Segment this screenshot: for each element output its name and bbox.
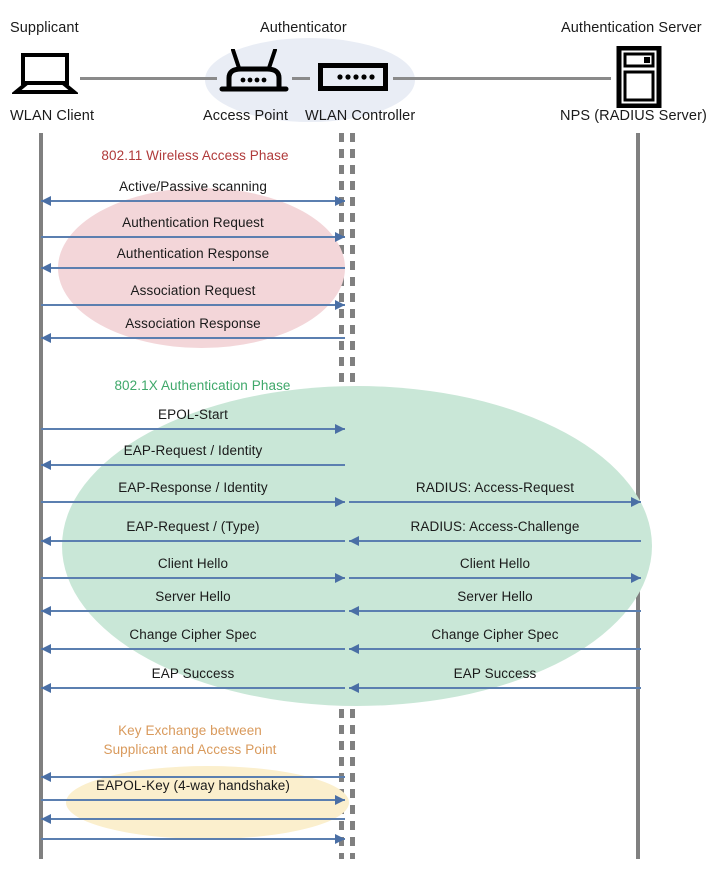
message-line bbox=[41, 799, 345, 801]
wire-client-to-ap bbox=[80, 77, 217, 80]
arrow-head-left bbox=[41, 606, 51, 616]
message-line bbox=[41, 428, 345, 430]
wire-ap-to-controller bbox=[292, 77, 310, 80]
wire-controller-to-server bbox=[393, 77, 611, 80]
phase-3-caption: Key Exchange between Supplicant and Acce… bbox=[103, 723, 277, 757]
authenticator-highlight-ellipse bbox=[205, 38, 415, 122]
node-label-nps-radius-server: NPS (RADIUS Server) bbox=[560, 108, 707, 124]
message-line bbox=[349, 687, 641, 689]
arrow-head-right bbox=[631, 573, 641, 583]
message-line bbox=[41, 687, 345, 689]
node-label-wlan-controller: WLAN Controller bbox=[305, 108, 416, 124]
arrow-head-right bbox=[335, 795, 345, 805]
message-label-left-3: Association Request bbox=[130, 283, 256, 298]
arrow-head-left bbox=[41, 814, 51, 824]
message-label-left-12: EAP Success bbox=[151, 666, 235, 681]
phase-2-caption: 802.1X Authentication Phase bbox=[114, 378, 291, 393]
message-line bbox=[349, 610, 641, 612]
message-line bbox=[349, 501, 641, 503]
message-label-right-4: Change Cipher Spec bbox=[431, 627, 559, 642]
message-line bbox=[41, 540, 345, 542]
lifeline-supplicant bbox=[39, 133, 43, 859]
message-line bbox=[349, 540, 641, 542]
message-label-right-1: RADIUS: Access-Challenge bbox=[410, 519, 580, 534]
access-point-icon bbox=[217, 48, 293, 104]
message-line bbox=[41, 838, 345, 840]
message-line bbox=[41, 236, 345, 238]
node-label-wlan-client: WLAN Client bbox=[10, 108, 95, 124]
message-label-right-3: Server Hello bbox=[457, 589, 533, 604]
arrow-head-right bbox=[631, 497, 641, 507]
message-label-left-0: Active/Passive scanning bbox=[119, 179, 267, 194]
message-line bbox=[349, 577, 641, 579]
arrow-head-left bbox=[41, 644, 51, 654]
phase-2-ellipse bbox=[62, 386, 652, 706]
message-line bbox=[41, 776, 345, 778]
arrow-head-left bbox=[41, 333, 51, 343]
message-label-left-14: EAPOL-Key (4-way handshake) bbox=[95, 778, 291, 793]
arrow-head-right bbox=[335, 232, 345, 242]
role-title-authentication-server: Authentication Server bbox=[561, 20, 702, 36]
message-label-right-2: Client Hello bbox=[459, 556, 531, 571]
message-line bbox=[41, 200, 345, 202]
message-label-left-11: Change Cipher Spec bbox=[129, 627, 257, 642]
arrow-head-left bbox=[349, 644, 359, 654]
message-label-left-1: Authentication Request bbox=[122, 215, 264, 230]
message-label-left-8: EAP-Request / (Type) bbox=[126, 519, 260, 534]
lifeline-authentication-server bbox=[636, 133, 640, 859]
arrow-head-left bbox=[41, 263, 51, 273]
arrow-head-right bbox=[335, 196, 345, 206]
server-icon bbox=[616, 45, 662, 113]
laptop-icon bbox=[10, 52, 80, 101]
arrow-head-right bbox=[335, 497, 345, 507]
role-title-supplicant: Supplicant bbox=[10, 20, 79, 36]
arrow-head-right bbox=[335, 573, 345, 583]
arrow-head-right bbox=[335, 424, 345, 434]
message-line bbox=[41, 267, 345, 269]
arrow-head-left bbox=[41, 772, 51, 782]
role-title-authenticator: Authenticator bbox=[260, 20, 347, 36]
arrow-head-left bbox=[349, 606, 359, 616]
message-line bbox=[41, 501, 345, 503]
message-line bbox=[41, 577, 345, 579]
node-label-access-point: Access Point bbox=[203, 108, 289, 124]
message-label-right-5: EAP Success bbox=[453, 666, 537, 681]
arrow-head-right bbox=[335, 300, 345, 310]
message-line bbox=[41, 337, 345, 339]
message-label-left-5: EPOL-Start bbox=[157, 407, 229, 422]
message-label-left-6: EAP-Request / Identity bbox=[123, 443, 263, 458]
phase-1-caption: 802.11 Wireless Access Phase bbox=[101, 148, 289, 163]
message-label-left-10: Server Hello bbox=[155, 589, 231, 604]
arrow-head-left bbox=[41, 683, 51, 693]
message-line bbox=[41, 610, 345, 612]
message-label-left-4: Association Response bbox=[125, 316, 261, 331]
arrow-head-left bbox=[41, 196, 51, 206]
message-line bbox=[349, 648, 641, 650]
message-line bbox=[41, 464, 345, 466]
phase-3-ellipse bbox=[66, 766, 349, 839]
message-label-left-9: Client Hello bbox=[157, 556, 229, 571]
message-label-right-0: RADIUS: Access-Request bbox=[415, 480, 575, 495]
arrow-head-left bbox=[349, 536, 359, 546]
message-line bbox=[41, 818, 345, 820]
arrow-head-left bbox=[41, 460, 51, 470]
message-label-left-7: EAP-Response / Identity bbox=[118, 480, 268, 495]
wlan-controller-icon bbox=[318, 63, 388, 96]
arrow-head-right bbox=[335, 834, 345, 844]
arrow-head-left bbox=[41, 536, 51, 546]
message-line bbox=[41, 648, 345, 650]
arrow-head-left bbox=[349, 683, 359, 693]
message-label-left-2: Authentication Response bbox=[116, 246, 270, 261]
message-line bbox=[41, 304, 345, 306]
